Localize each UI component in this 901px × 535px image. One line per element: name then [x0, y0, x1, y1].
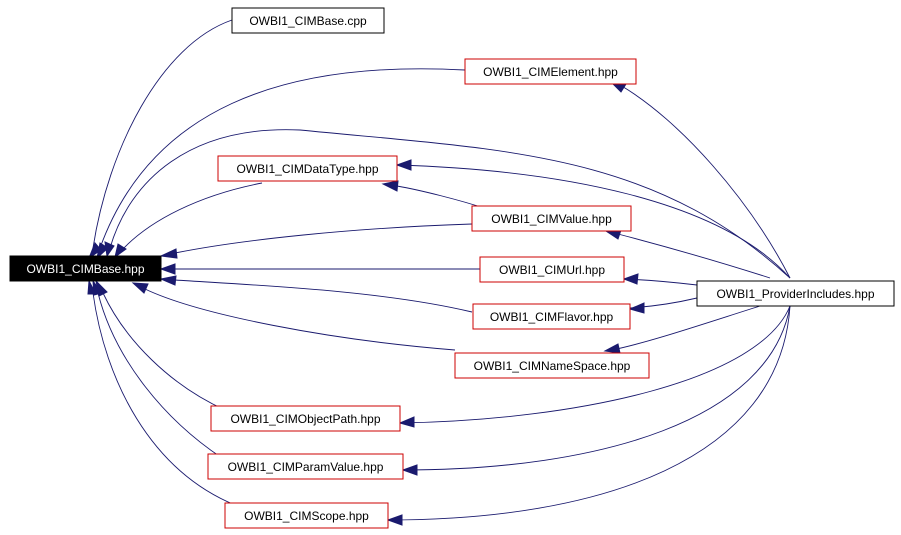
- arrowhead: [401, 464, 418, 476]
- edges: [92, 19, 791, 521]
- edge-base-cpp-to-base: [92, 19, 233, 249]
- node-value[interactable]: OWBI1_CIMValue.hpp: [471, 205, 632, 232]
- node-box: [231, 7, 385, 34]
- node-datatype[interactable]: OWBI1_CIMDataType.hpp: [217, 155, 398, 182]
- edge-provider-to-namespace: [611, 305, 761, 351]
- node-namespace[interactable]: OWBI1_CIMNameSpace.hpp: [454, 352, 650, 379]
- node-box: [464, 58, 637, 85]
- edge-provider-to-datatype: [396, 164, 791, 279]
- node-box: [696, 280, 895, 307]
- node-provider[interactable]: OWBI1_ProviderIncludes.hpp: [696, 280, 895, 307]
- node-scope[interactable]: OWBI1_CIMScope.hpp: [224, 502, 389, 529]
- edge-provider-to-value: [617, 233, 771, 279]
- arrowhead: [104, 241, 115, 258]
- arrowhead: [114, 243, 127, 259]
- arrowhead: [159, 248, 178, 259]
- edge-objectpath-to-base: [102, 292, 226, 411]
- arrowhead: [381, 180, 399, 192]
- node-label: OWBI1_CIMElement.hpp: [483, 65, 618, 79]
- node-base-cpp[interactable]: OWBI1_CIMBase.cpp: [231, 7, 385, 34]
- arrowhead: [159, 263, 176, 275]
- node-label: OWBI1_CIMUrl.hpp: [499, 263, 605, 277]
- node-label: OWBI1_ProviderIncludes.hpp: [716, 287, 874, 301]
- node-element[interactable]: OWBI1_CIMElement.hpp: [464, 58, 637, 85]
- node-box: [217, 155, 398, 182]
- edge-flavor-to-base: [174, 279, 473, 313]
- edge-value-to-base: [174, 223, 473, 254]
- edge-element-to-base: [99, 68, 466, 249]
- edge-paramvalue-to-base: [97, 292, 223, 459]
- node-label: OWBI1_CIMValue.hpp: [491, 212, 612, 226]
- arrowhead: [87, 242, 102, 260]
- edge-provider-to-element: [619, 84, 791, 279]
- edge-datatype-to-base: [121, 182, 263, 251]
- arrowhead: [398, 416, 415, 428]
- node-label: OWBI1_CIMDataType.hpp: [236, 162, 378, 176]
- arrowhead: [395, 159, 412, 171]
- node-box: [9, 255, 162, 282]
- node-objectpath[interactable]: OWBI1_CIMObjectPath.hpp: [210, 405, 401, 432]
- arrowhead: [603, 343, 621, 354]
- arrowhead: [131, 282, 149, 294]
- node-base[interactable]: OWBI1_CIMBase.hpp: [9, 255, 162, 282]
- node-box: [224, 502, 389, 529]
- node-box: [454, 352, 650, 379]
- arrowhead: [386, 514, 403, 526]
- node-box: [472, 303, 631, 330]
- edge-provider-to-base: [109, 129, 791, 279]
- arrowhead: [628, 302, 645, 314]
- node-label: OWBI1_CIMParamValue.hpp: [228, 460, 384, 474]
- node-box: [471, 205, 632, 232]
- node-label: OWBI1_CIMScope.hpp: [244, 509, 369, 523]
- node-label: OWBI1_CIMFlavor.hpp: [490, 310, 614, 324]
- node-label: OWBI1_CIMObjectPath.hpp: [230, 412, 380, 426]
- node-label: OWBI1_CIMBase.cpp: [249, 14, 367, 28]
- node-label: OWBI1_CIMBase.hpp: [26, 262, 144, 276]
- node-paramvalue[interactable]: OWBI1_CIMParamValue.hpp: [207, 453, 404, 480]
- node-box: [479, 256, 625, 283]
- edge-provider-to-paramvalue: [402, 305, 791, 471]
- arrowhead: [92, 279, 103, 296]
- node-label: OWBI1_CIMNameSpace.hpp: [474, 359, 631, 373]
- node-box: [210, 405, 401, 432]
- arrowhead: [159, 275, 177, 286]
- node-flavor[interactable]: OWBI1_CIMFlavor.hpp: [472, 303, 631, 330]
- edge-scope-to-base: [92, 292, 236, 506]
- node-box: [207, 453, 404, 480]
- edge-provider-to-scope: [387, 305, 791, 521]
- edge-provider-to-objectpath: [399, 305, 791, 424]
- arrowhead: [622, 273, 639, 285]
- edge-namespace-to-base: [144, 288, 456, 351]
- node-url[interactable]: OWBI1_CIMUrl.hpp: [479, 256, 625, 283]
- arrowhead: [87, 279, 97, 295]
